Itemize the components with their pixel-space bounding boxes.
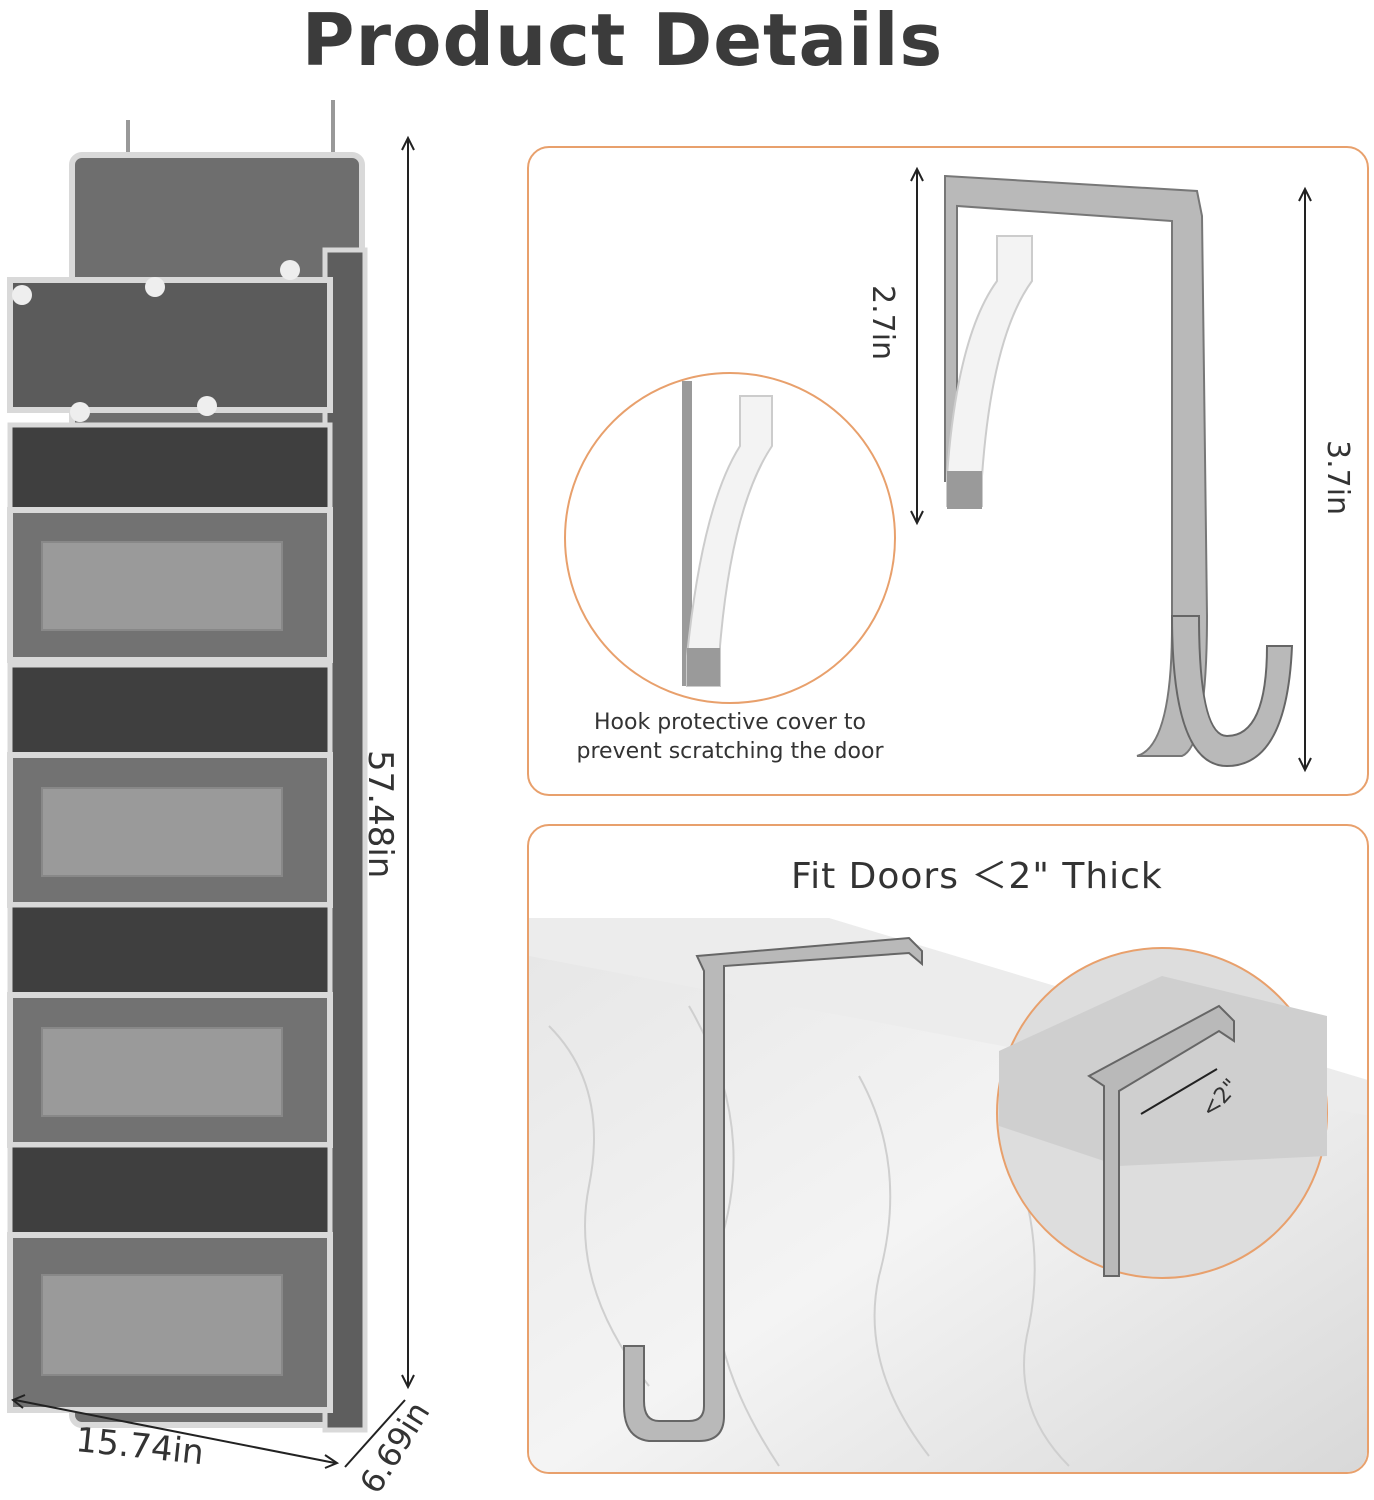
mounted-hook-icon: [623, 936, 923, 1442]
hook-large-dimension-label: 3.7in: [1320, 440, 1355, 516]
width-arrow: [11, 1394, 340, 1469]
snap-button: [12, 285, 32, 305]
protective-cover-icon: [946, 235, 1033, 507]
organizer-illustration: [7, 100, 415, 1469]
over-door-hook-icon: [944, 174, 1209, 757]
hook-detail-illustration: [564, 166, 1312, 773]
small-dimension-arrow: [910, 166, 924, 526]
top-pocket: [7, 277, 333, 413]
snap-button: [197, 396, 217, 416]
height-dimension-label: 57.48in: [360, 750, 400, 879]
hook-arm-icon: [682, 381, 692, 686]
shelf-pockets: [7, 422, 333, 1413]
caption-line: prevent scratching the door: [576, 739, 884, 764]
door-illustration: [529, 918, 1367, 1472]
depth-arrow: [344, 1399, 406, 1468]
hook-small-dimension-label: 2.7in: [865, 285, 900, 361]
snap-button: [280, 260, 300, 280]
height-arrow: [401, 135, 415, 1390]
snap-button: [145, 277, 165, 297]
fit-doors-panel: Fit Doors ＜2" Thick <2": [527, 824, 1369, 1474]
snap-button: [70, 402, 90, 422]
large-dimension-arrow: [1298, 186, 1312, 773]
protective-cover-caption: Hook protective cover to prevent scratch…: [560, 708, 900, 766]
page-title: Product Details: [301, 0, 944, 82]
caption-line: Hook protective cover to: [594, 710, 866, 735]
fit-doors-title: Fit Doors ＜2" Thick: [791, 856, 1163, 897]
